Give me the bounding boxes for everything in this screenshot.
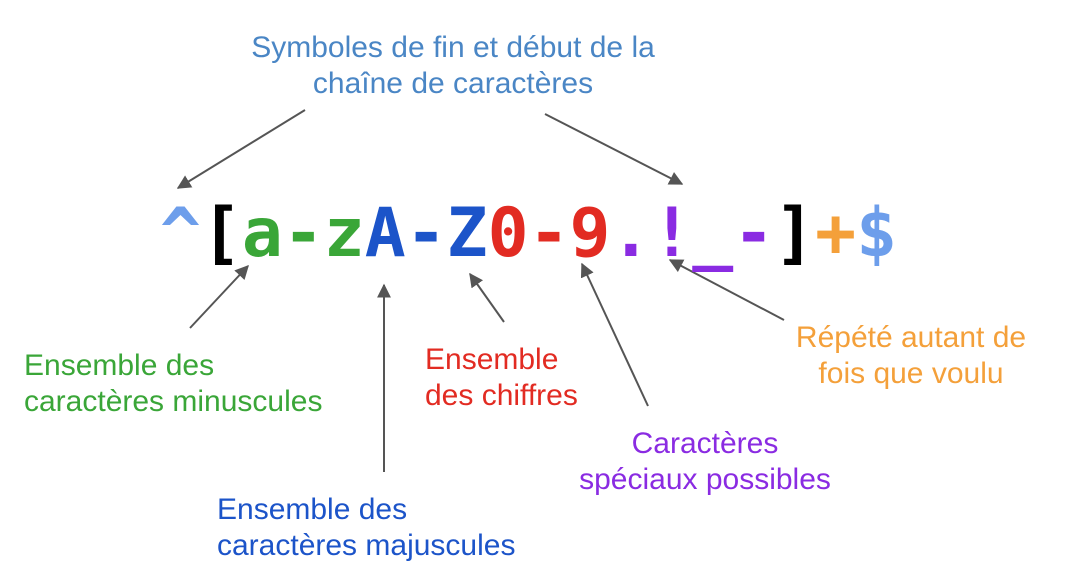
regex-close-bracket: ] bbox=[774, 194, 816, 273]
label-special: Caractères spéciaux possibles bbox=[560, 426, 850, 498]
arrow-to-special bbox=[580, 262, 649, 407]
label-anchors-line-2: chaîne de caractères bbox=[312, 67, 594, 100]
label-special-line-2: spéciaux possibles bbox=[579, 463, 831, 496]
label-lowercase: Ensemble des caractères minuscules bbox=[24, 348, 322, 420]
regex-special-chars: .!_- bbox=[610, 194, 775, 273]
label-digits-line-2: des chiffres bbox=[425, 379, 578, 412]
label-uppercase: Ensemble des caractères majuscules bbox=[217, 492, 515, 564]
arrow-to-digits bbox=[469, 272, 505, 323]
label-repeat-line-2: fois que voulu bbox=[818, 357, 1004, 390]
regex-open-bracket: [ bbox=[200, 194, 242, 273]
label-special-line-1: Caractères bbox=[631, 427, 779, 460]
regex-plus: + bbox=[815, 194, 857, 273]
label-lowercase-line-2: caractères minuscules bbox=[24, 385, 323, 418]
label-uppercase-line-1: Ensemble des bbox=[217, 493, 408, 526]
arrow-to-lowercase bbox=[189, 264, 249, 329]
regex-caret: ^ bbox=[160, 194, 201, 273]
arrow-to-plus bbox=[668, 259, 785, 321]
label-lowercase-line-1: Ensemble des bbox=[24, 349, 215, 382]
label-anchors: Symboles de fin et début de la chaîne de… bbox=[238, 30, 668, 102]
regex-digit-range: 0-9 bbox=[487, 194, 611, 273]
arrow-to-dollar bbox=[544, 113, 684, 185]
label-anchors-line-1: Symboles de fin et début de la bbox=[251, 31, 655, 64]
regex-lower-range: a-z bbox=[241, 194, 365, 273]
label-repeat: Répété autant de fois que voulu bbox=[780, 320, 1042, 392]
arrow-to-caret bbox=[176, 109, 306, 189]
label-uppercase-line-2: caractères majuscules bbox=[217, 529, 516, 562]
label-digits-line-1: Ensemble bbox=[425, 343, 559, 376]
label-digits: Ensemble des chiffres bbox=[425, 342, 578, 414]
label-repeat-line-1: Répété autant de bbox=[795, 321, 1027, 354]
regex-dollar: $ bbox=[856, 194, 898, 273]
regex-upper-range: A-Z bbox=[364, 194, 488, 273]
